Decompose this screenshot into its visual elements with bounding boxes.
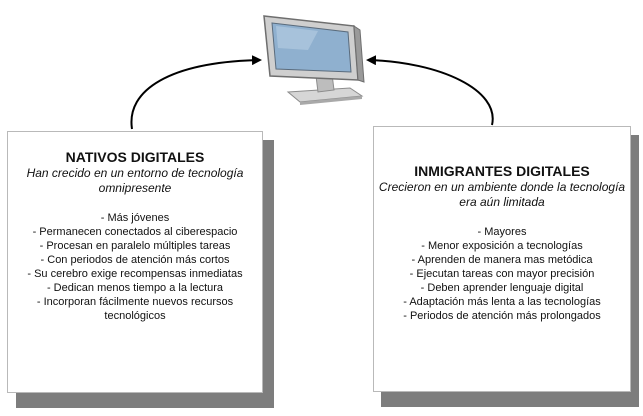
list-item: - Menor exposición a tecnologías [421, 240, 583, 252]
inmigrantes-subtitle: Crecieron en un ambiente donde la tecnol… [378, 180, 626, 209]
nativos-list: - Más jóvenes - Permanecen conectados al… [8, 211, 262, 323]
list-item: - Deben aprender lenguaje digital [420, 282, 584, 294]
list-item: - Su cerebro exige recompensas inmediata… [27, 268, 243, 280]
right-connector [366, 55, 494, 126]
list-item: - Mayores [477, 226, 527, 238]
inmigrantes-title: INMIGRANTES DIGITALES [414, 163, 590, 179]
list-item: - Ejecutan tareas con mayor precisión [409, 268, 595, 280]
nativos-title: NATIVOS DIGITALES [65, 149, 205, 165]
list-item: - Periodos de atención más prolongados [403, 310, 601, 322]
list-item: - Aprenden de manera mas metódica [411, 254, 593, 266]
list-item: - Con periodos de atención más cortos [40, 254, 230, 266]
list-item: - Incorporan fácilmente nuevos recursos … [36, 296, 234, 322]
list-item: - Adaptación más lenta a las tecnologías [403, 296, 601, 308]
inmigrantes-box: INMIGRANTES DIGITALES Crecieron en un am… [373, 126, 639, 407]
list-item: - Dedican menos tiempo a la lectura [46, 282, 224, 294]
list-item: - Procesan en paralelo múltiples tareas [39, 240, 231, 252]
nativos-subtitle: Han crecido en un entorno de tecnología … [26, 166, 244, 195]
monitor-icon [263, 15, 365, 105]
list-item: - Permanecen conectados al ciberespacio [32, 226, 238, 238]
nativos-box: NATIVOS DIGITALES Han crecido en un ento… [7, 131, 274, 408]
list-item: - Más jóvenes [100, 212, 170, 224]
left-connector [130, 55, 262, 130]
nativos-box-panel: NATIVOS DIGITALES Han crecido en un ento… [7, 131, 263, 393]
inmigrantes-box-panel: INMIGRANTES DIGITALES Crecieron en un am… [373, 126, 631, 392]
inmigrantes-list: - Mayores - Menor exposición a tecnologí… [374, 225, 630, 323]
